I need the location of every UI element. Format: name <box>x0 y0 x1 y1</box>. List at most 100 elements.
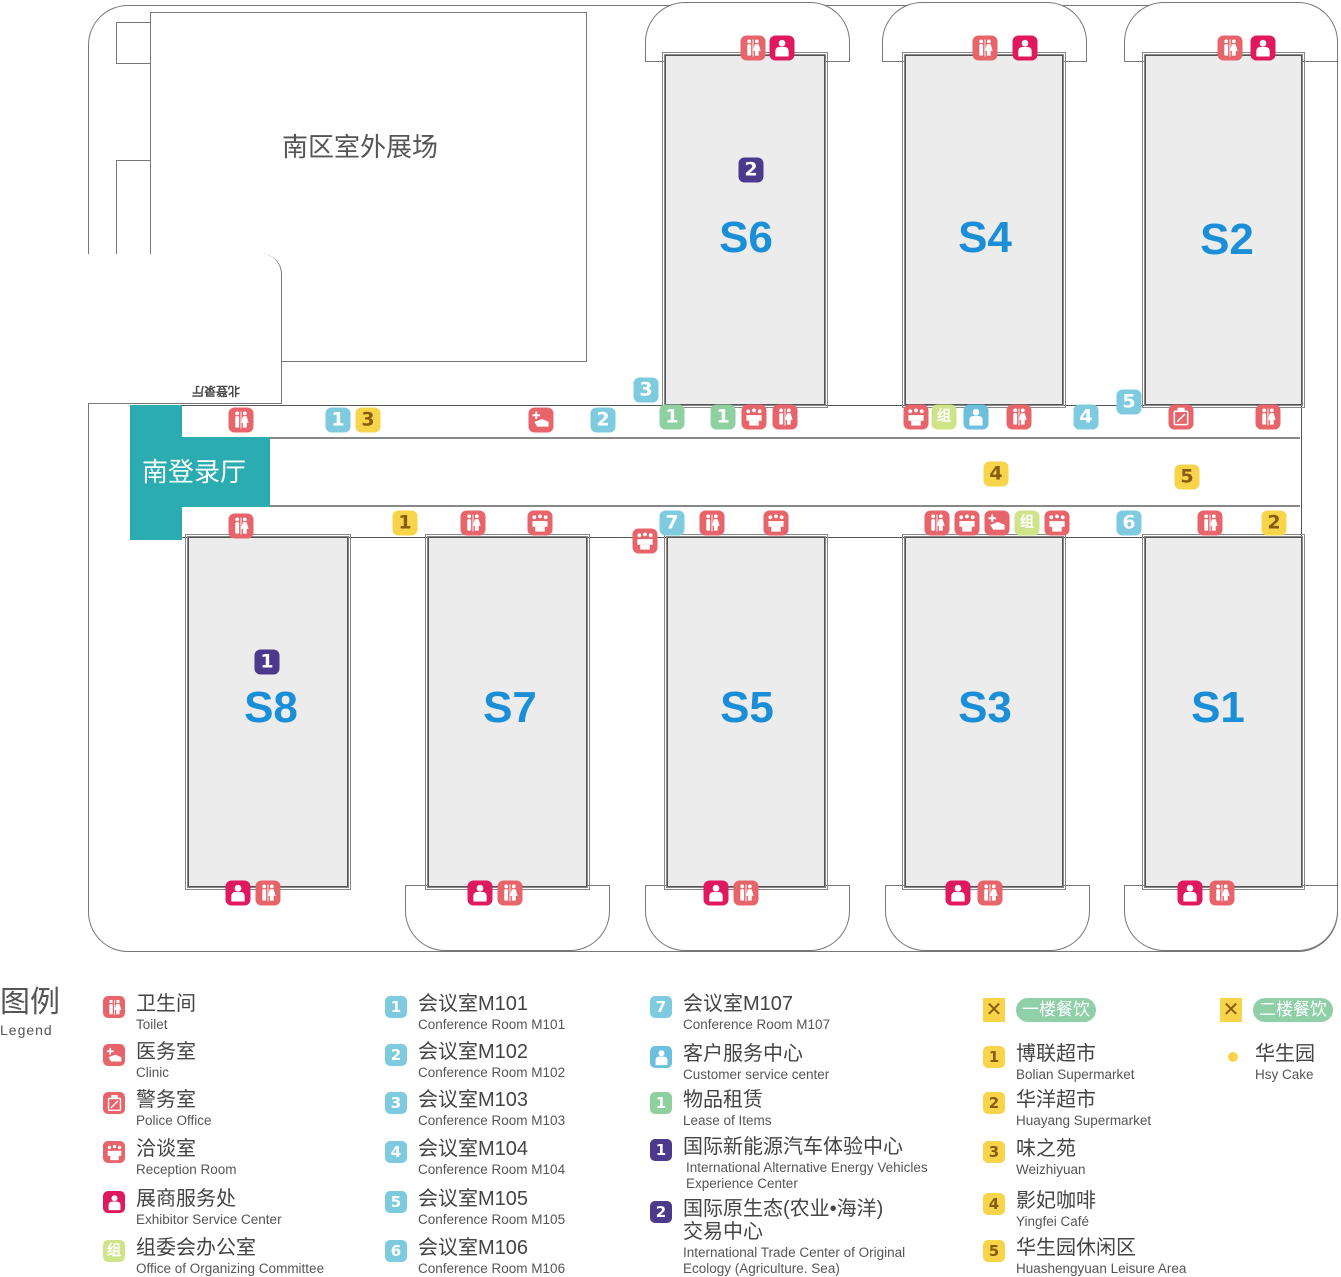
conference-room-marker[interactable]: 7 <box>659 510 685 536</box>
toilet-icon <box>1259 408 1278 427</box>
lease-marker[interactable]: 1 <box>710 404 736 430</box>
legend-label-en: Conference Room M104 <box>418 1162 566 1177</box>
toilet-icon <box>703 514 722 533</box>
legend-label-zh: 会议室M102 <box>418 1041 529 1063</box>
toilet-marker[interactable] <box>733 880 759 906</box>
reception-marker[interactable] <box>741 404 767 430</box>
hall-s4[interactable] <box>902 52 1066 408</box>
conference-room-marker[interactable]: 5 <box>1116 389 1142 415</box>
reception-marker[interactable] <box>763 510 789 536</box>
toilet-marker[interactable] <box>1209 880 1235 906</box>
legend-label-en: Conference Room M107 <box>683 1017 831 1032</box>
customer-icon <box>967 408 986 427</box>
legend-label-zh: 物品租赁 <box>683 1089 763 1111</box>
conference-room-marker[interactable]: 6 <box>1116 510 1142 536</box>
registration-hall[interactable] <box>130 405 182 540</box>
conference-room-marker[interactable]: 4 <box>1073 404 1099 430</box>
reception-marker[interactable] <box>632 528 658 554</box>
hall-label-s3: S3 <box>958 683 1012 732</box>
dining-1f-header: ✕ 一楼餐饮 <box>983 996 1113 1024</box>
legend-label-zh: 华生园 <box>1255 1043 1315 1065</box>
toilet-marker[interactable] <box>1255 404 1281 430</box>
legend-label-zh: 客户服务中心 <box>683 1043 803 1065</box>
toilet-marker[interactable] <box>1006 404 1032 430</box>
legend-label-zh: 警务室 <box>136 1089 196 1111</box>
legend-label-zh: 国际新能源汽车体验中心 <box>683 1136 903 1158</box>
hall-s3[interactable] <box>902 534 1066 890</box>
conference-room-marker[interactable]: 2 <box>590 407 616 433</box>
hall-s2[interactable] <box>1142 52 1305 408</box>
exhibitor-marker[interactable] <box>703 880 729 906</box>
clinic-marker[interactable] <box>528 407 554 433</box>
legend-label-zh: 组委会办公室 <box>136 1237 256 1259</box>
dining-marker: 4 <box>983 1193 1005 1215</box>
toilet-marker[interactable] <box>1197 510 1223 536</box>
toilet-icon <box>776 408 795 427</box>
customer-marker <box>650 1046 672 1068</box>
exhibitor-icon <box>1254 39 1273 58</box>
exhibitor-marker <box>103 1191 125 1213</box>
lease-marker: 1 <box>650 1092 672 1114</box>
legend-label-en: Conference Room M106 <box>418 1261 566 1276</box>
hall-s5[interactable] <box>664 534 828 890</box>
dining-marker[interactable]: 3 <box>355 407 381 433</box>
toilet-marker[interactable] <box>972 35 998 61</box>
dining-marker[interactable]: 4 <box>983 461 1009 487</box>
reception-marker[interactable] <box>1044 510 1070 536</box>
exhibitor-icon <box>106 1194 123 1211</box>
exhibitor-marker[interactable] <box>1177 880 1203 906</box>
toilet-marker[interactable] <box>977 880 1003 906</box>
exhibition-center-marker: 2 <box>650 1201 672 1223</box>
toilet-icon <box>1201 514 1220 533</box>
customer-marker[interactable] <box>963 404 989 430</box>
hall-badge-s8[interactable]: 1 <box>254 649 280 675</box>
central-concourse <box>270 437 1300 507</box>
hall-s6[interactable] <box>662 52 828 408</box>
hall-label-s2: S2 <box>1200 215 1254 264</box>
toilet-marker[interactable] <box>497 880 523 906</box>
police-marker[interactable] <box>1168 404 1194 430</box>
legend-label-en: Conference Room M105 <box>418 1212 566 1227</box>
exhibitor-marker[interactable] <box>467 880 493 906</box>
toilet-marker[interactable] <box>460 510 486 536</box>
hall-s7[interactable] <box>425 534 590 890</box>
reception-marker[interactable] <box>527 510 553 536</box>
exhibitor-marker[interactable] <box>1250 35 1276 61</box>
hall-s8[interactable] <box>185 534 351 890</box>
exhibitor-marker[interactable] <box>769 35 795 61</box>
conference-room-marker[interactable]: 3 <box>633 377 659 403</box>
exhibitor-marker[interactable] <box>945 880 971 906</box>
exhibitor-icon <box>773 39 792 58</box>
toilet-marker[interactable] <box>228 407 254 433</box>
lease-marker[interactable]: 1 <box>659 404 685 430</box>
toilet-icon <box>259 884 278 903</box>
dining-marker[interactable]: 2 <box>1261 510 1287 536</box>
legend-label-zh: 医务室 <box>136 1041 196 1063</box>
dining-marker[interactable]: 5 <box>1174 464 1200 490</box>
legend-label-zh: 国际原生态(农业•海洋) <box>683 1198 884 1220</box>
dining-marker: 5 <box>983 1240 1005 1262</box>
reception-marker[interactable] <box>903 404 929 430</box>
exhibitor-marker[interactable] <box>225 880 251 906</box>
toilet-marker[interactable] <box>740 35 766 61</box>
exhibitor-icon <box>949 884 968 903</box>
clinic-marker[interactable] <box>984 510 1010 536</box>
exhibitor-marker[interactable] <box>1012 35 1038 61</box>
toilet-marker[interactable] <box>1217 35 1243 61</box>
dining-marker[interactable]: 1 <box>392 510 418 536</box>
legend-label-zh: 华生园休闲区 <box>1016 1237 1136 1259</box>
organizing-office-marker[interactable]: 组 <box>1014 510 1040 536</box>
toilet-marker[interactable] <box>228 513 254 539</box>
organizing-office-marker[interactable]: 组 <box>931 404 957 430</box>
dining-1f-label: 一楼餐饮 <box>1016 998 1096 1022</box>
toilet-icon <box>232 411 251 430</box>
toilet-icon <box>976 39 995 58</box>
legend-label-zh: 华洋超市 <box>1016 1089 1096 1111</box>
conference-room-marker[interactable]: 1 <box>325 407 351 433</box>
toilet-marker[interactable] <box>772 404 798 430</box>
hall-badge-s6[interactable]: 2 <box>738 157 764 183</box>
reception-marker[interactable] <box>954 510 980 536</box>
toilet-marker[interactable] <box>699 510 725 536</box>
toilet-marker[interactable] <box>924 510 950 536</box>
toilet-marker[interactable] <box>255 880 281 906</box>
